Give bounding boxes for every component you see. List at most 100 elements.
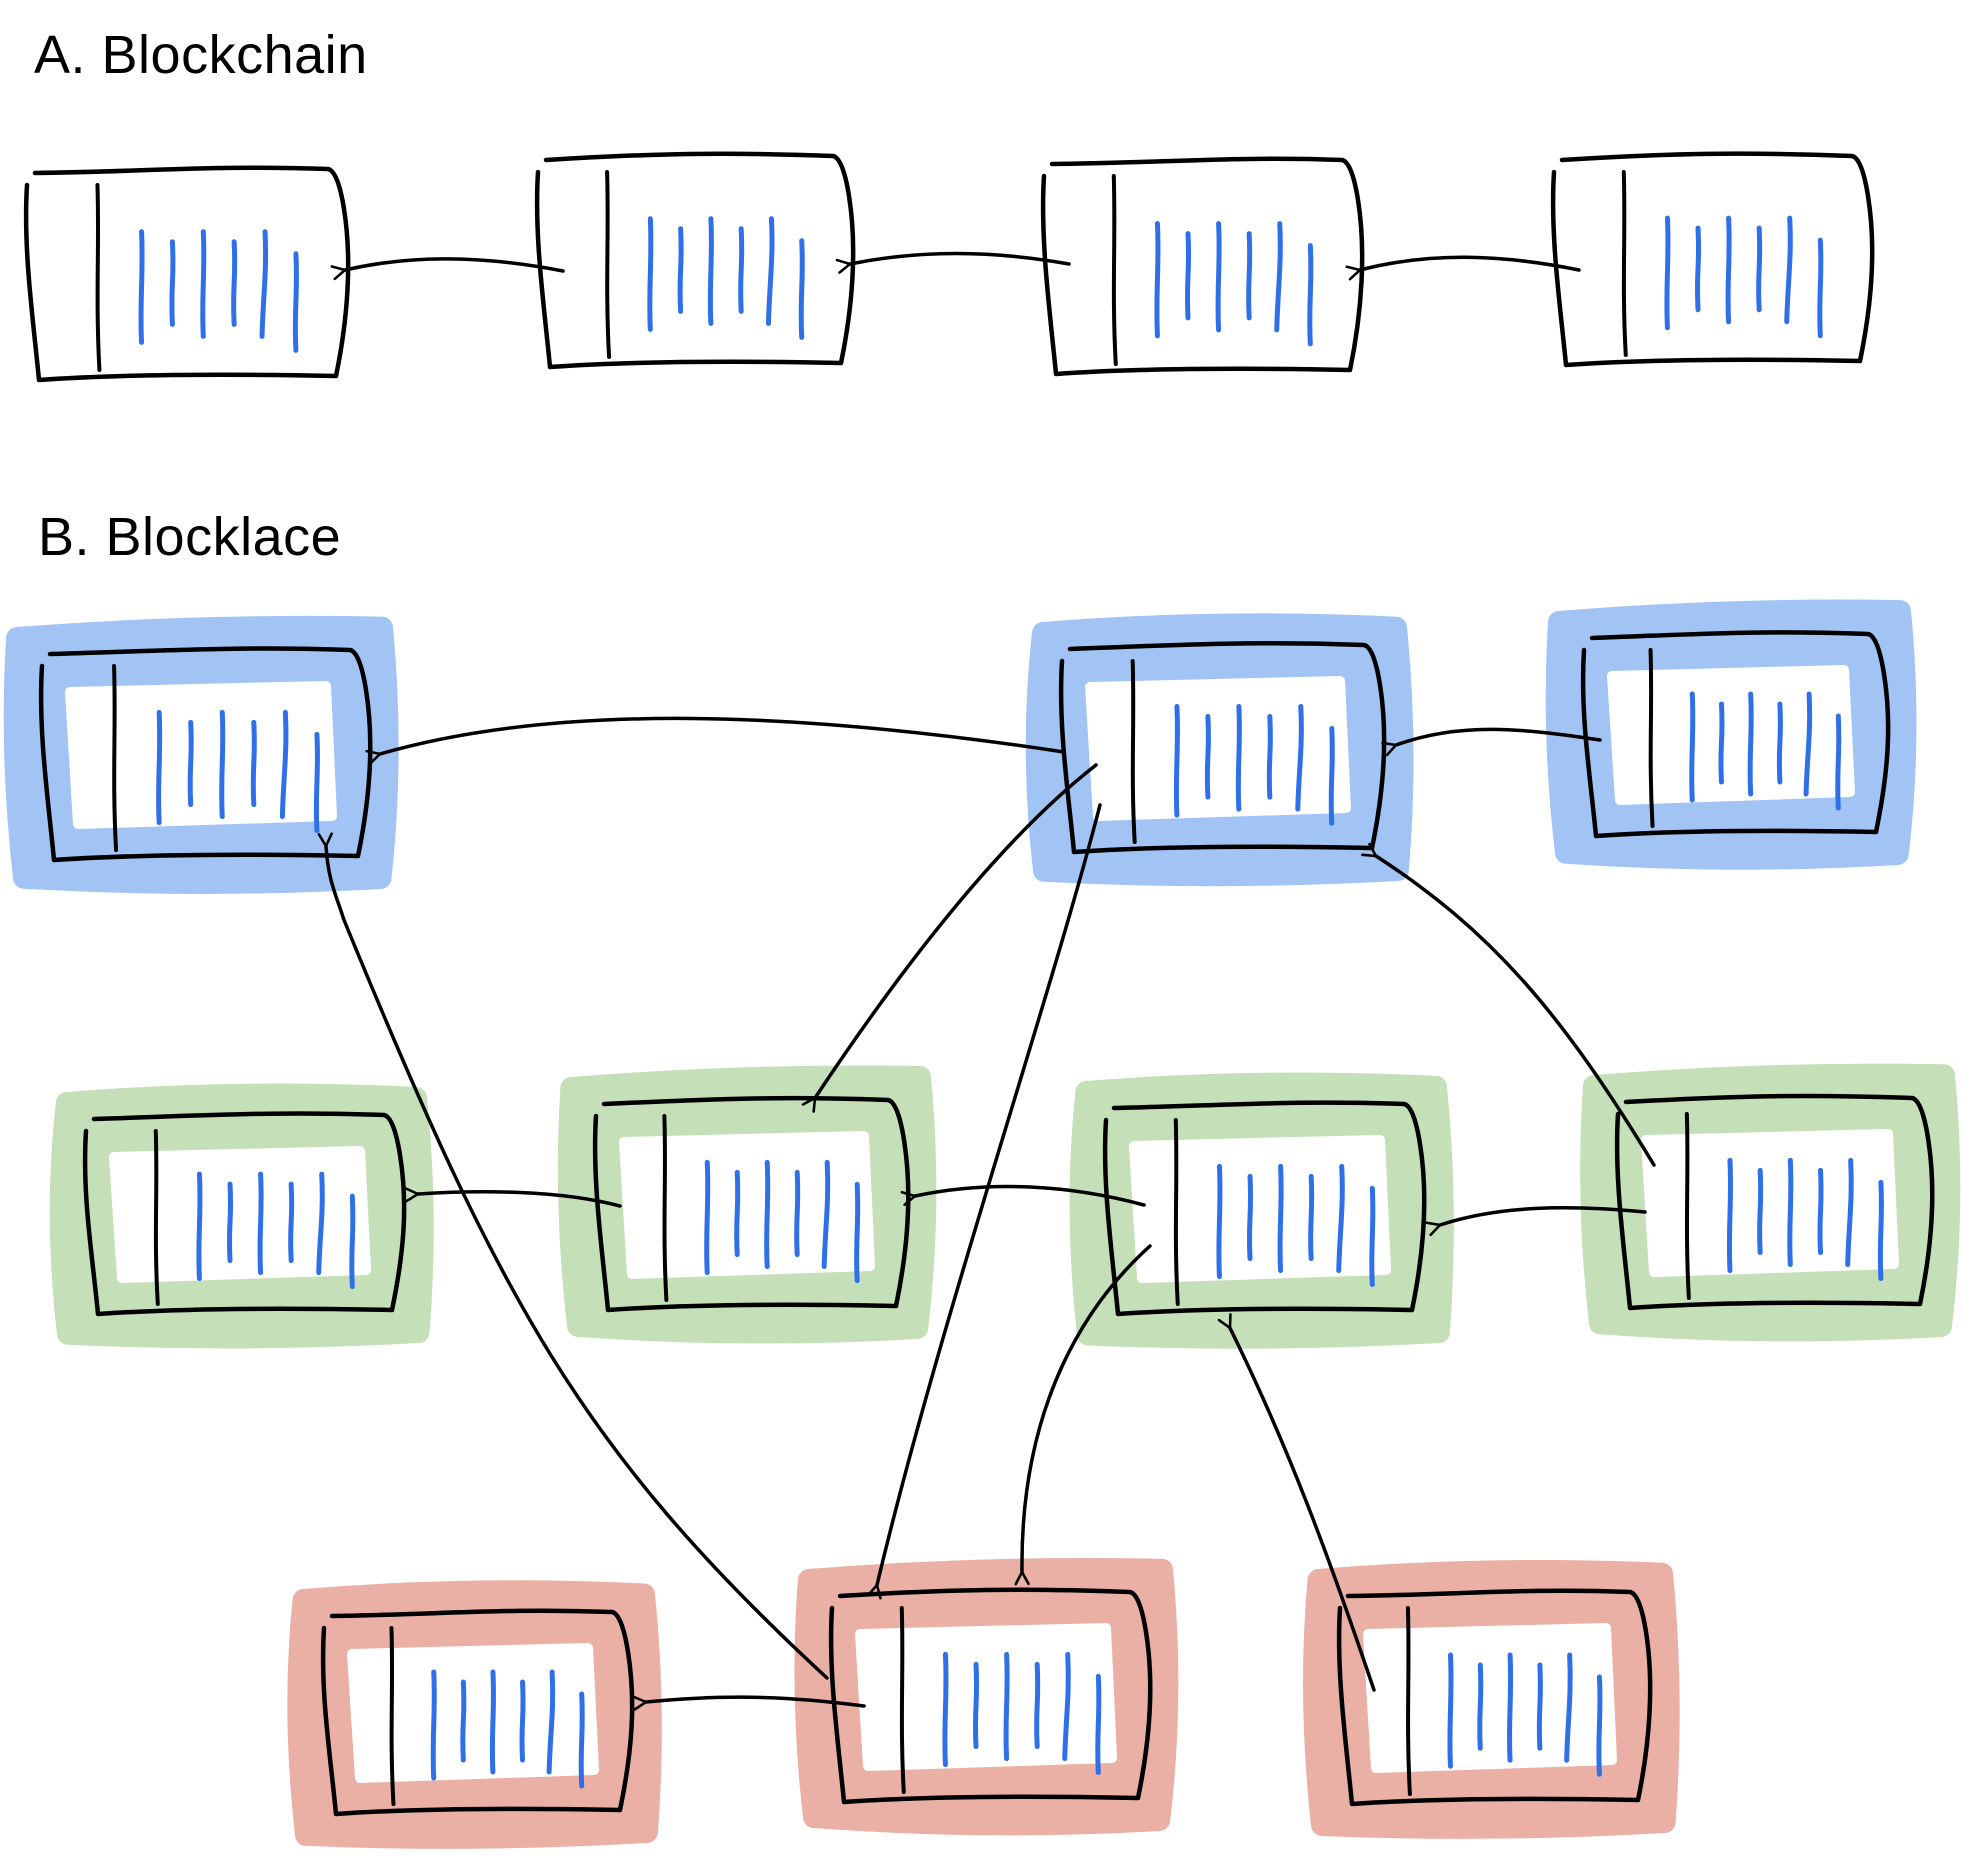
payload-line: [942, 1651, 949, 1768]
payload-line: [821, 1159, 831, 1270]
edge-g3-r2: [1014, 1244, 1152, 1586]
edge-r3-g3: [1217, 1313, 1376, 1692]
payload-line: [259, 229, 269, 339]
block-header-divider: [1173, 1118, 1180, 1306]
edge-b2-g2: [801, 763, 1098, 1113]
payload-line: [1154, 221, 1161, 339]
payload-line: [1776, 701, 1783, 785]
payload-line: [292, 251, 299, 353]
payload-line: [1295, 704, 1304, 812]
block-c2: [534, 151, 856, 370]
payload-line: [677, 226, 684, 314]
block-frame: [82, 1111, 407, 1317]
payload-line: [1274, 221, 1283, 333]
block-interior: [65, 681, 337, 829]
payload-line: [1757, 1167, 1764, 1256]
block-r3: [1303, 1559, 1680, 1839]
payload-line: [519, 1679, 526, 1763]
payload-line: [1034, 1661, 1041, 1750]
payload-line: [1845, 1157, 1854, 1268]
block-header-divider: [662, 1114, 669, 1302]
block-c4: [1550, 151, 1875, 368]
block-header-divider: [1648, 648, 1655, 828]
block-frame: [534, 151, 856, 370]
edge-b3-b2: [1381, 727, 1602, 757]
payload-line: [226, 1181, 234, 1264]
payload-line: [1726, 1157, 1734, 1274]
payload-line: [1477, 1662, 1484, 1751]
block-interior: [855, 1623, 1117, 1771]
edge-b2-b1: [365, 716, 1066, 765]
payload-line: [349, 1193, 356, 1290]
block-frame: [320, 1608, 635, 1817]
block-header-divider: [1621, 170, 1628, 357]
edge-b2-r2: [866, 803, 1102, 1600]
payload-line: [138, 229, 145, 345]
payload-line: [738, 226, 745, 314]
edge-g2-g1: [404, 1187, 622, 1208]
block-interior: [109, 1146, 371, 1283]
edge-r2-b1: [317, 832, 829, 1680]
payload-line: [798, 238, 805, 340]
payload-line: [1564, 1652, 1573, 1763]
block-r2: [794, 1558, 1179, 1836]
block-header-divider: [153, 1129, 160, 1306]
block-frame: [1102, 1100, 1427, 1317]
payload-line: [169, 239, 176, 327]
block-frame: [1580, 630, 1891, 839]
payload-line: [1596, 1674, 1603, 1777]
payload-line: [578, 1691, 585, 1789]
block-header-divider: [112, 664, 119, 852]
block-c1: [23, 165, 351, 383]
payload-line: [1835, 713, 1842, 811]
block-interior: [1641, 1129, 1899, 1277]
block-b1: [3, 615, 399, 894]
blockchain-title: A. Blockchain: [34, 25, 368, 85]
payload-line: [546, 1669, 556, 1775]
edge-r2-r1: [632, 1695, 866, 1711]
block-g4: [1580, 1063, 1961, 1342]
payload-line: [1718, 701, 1725, 785]
block-interior: [1607, 665, 1855, 805]
block-header-divider: [1111, 174, 1118, 366]
edge-g3-g2: [900, 1184, 1146, 1207]
payload-line: [1817, 1167, 1824, 1256]
payload-line: [1062, 1651, 1071, 1762]
payload-line: [288, 1181, 295, 1264]
payload-line: [1447, 1652, 1454, 1769]
edges-top-layer: [317, 251, 1656, 1711]
block-frame: [1040, 156, 1365, 377]
payload-line: [1246, 1173, 1254, 1262]
payload-line: [1336, 1163, 1345, 1274]
payload-line: [1506, 1652, 1514, 1763]
payload-line: [1235, 704, 1242, 812]
block-frame: [38, 646, 373, 863]
payload-line: [1689, 691, 1696, 803]
block-b3: [1545, 599, 1917, 870]
edge-c4-c3: [1345, 255, 1581, 281]
edge-g4-b2: [1361, 842, 1656, 1167]
payload-line: [764, 1159, 771, 1270]
block-header-divider: [1405, 1606, 1412, 1796]
block-frame: [1058, 641, 1387, 855]
blocklace-title: B. Blocklace: [38, 507, 342, 567]
block-interior: [619, 1131, 875, 1279]
payload-line: [219, 709, 226, 820]
block-header-divider: [389, 1626, 396, 1806]
payload-line: [156, 709, 163, 826]
payload-line: [1246, 231, 1253, 321]
payload-line: [1369, 1185, 1376, 1288]
payload-line: [460, 1679, 467, 1763]
payload-line: [1877, 1179, 1884, 1282]
block-frame: [1550, 151, 1875, 368]
payload-line: [1184, 231, 1192, 321]
payload-line: [279, 709, 289, 820]
payload-line: [1308, 1173, 1315, 1262]
payload-line: [1756, 225, 1763, 313]
payload-line: [854, 1181, 861, 1284]
payload-line: [257, 1171, 264, 1276]
block-frame: [1614, 1093, 1935, 1311]
payload-line: [316, 1171, 325, 1276]
block-r1: [287, 1580, 662, 1849]
